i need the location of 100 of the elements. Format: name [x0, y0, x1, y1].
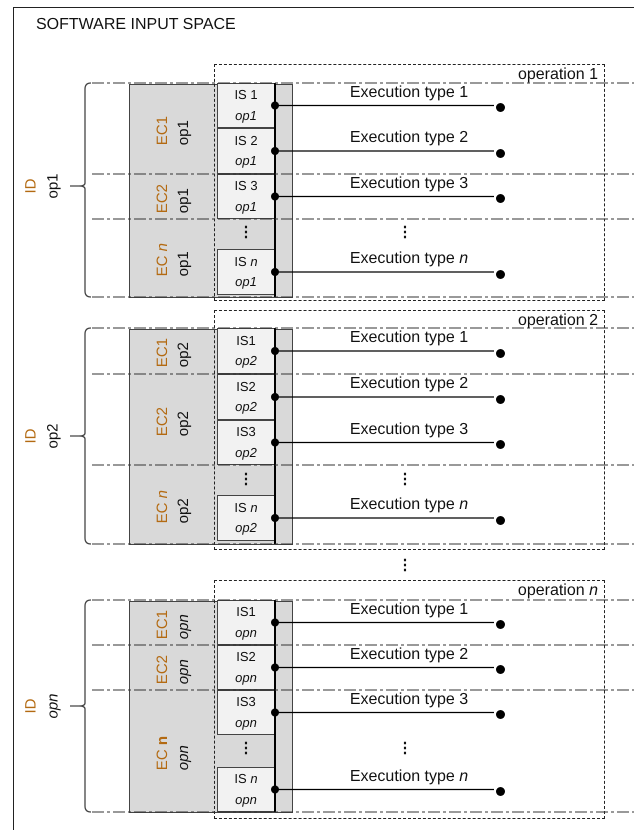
subset-label: IS n [234, 252, 258, 271]
subset-label: IS n [234, 770, 258, 788]
ellipsis: ⋮ [238, 224, 254, 240]
operation-tag: opn [46, 693, 60, 719]
edge-label: Execution type 2 [350, 375, 468, 393]
subset-label: IS 3 [234, 177, 258, 196]
connector-line [271, 708, 494, 716]
class-label: EC2 [154, 406, 170, 436]
dot [496, 348, 505, 358]
operation-tag: opn [176, 654, 192, 684]
connector-line [271, 514, 494, 522]
operation-tag: op2 [235, 397, 257, 418]
operation-tag: op2 [46, 423, 60, 449]
edge-label: Execution type n [350, 250, 468, 268]
input-subset-box [217, 420, 275, 465]
operation-label: operation 2 [516, 312, 600, 330]
edge-label: Execution type 3 [350, 420, 468, 438]
input-subset-box [217, 600, 275, 645]
operation-tag: op1 [235, 196, 257, 217]
edge-label: Execution type n [350, 768, 468, 786]
operation-label: operation n [516, 582, 600, 600]
connector-line [271, 147, 494, 155]
connector-line [271, 102, 494, 110]
operation-tag: opn [235, 622, 257, 643]
dot [496, 665, 505, 674]
operation-tag: op1 [235, 272, 257, 292]
connector-line [271, 393, 494, 401]
operation-tag: op1 [176, 243, 192, 277]
dot [496, 620, 505, 629]
connector-line [271, 786, 494, 794]
operation-tag: op1 [235, 151, 257, 172]
class-label: EC n [154, 736, 170, 770]
edge-label: Execution type 2 [350, 129, 468, 147]
ellipsis: ⋮ [398, 558, 412, 572]
edge-label: Execution type n [350, 496, 468, 514]
class-label: EC1 [154, 338, 170, 368]
subset-label: IS3 [236, 423, 256, 442]
connector-line [271, 268, 494, 276]
subset-label: IS1 [236, 603, 256, 622]
input-subset-box [217, 174, 275, 219]
operation-tag: op1 [176, 116, 192, 146]
class-label: EC n [154, 243, 170, 277]
dot [496, 394, 505, 404]
input-subset-box [217, 328, 275, 374]
subset-label: IS2 [236, 378, 256, 396]
edge-label: Execution type 3 [350, 690, 468, 708]
input-subset-box [217, 690, 275, 735]
connector-line [271, 664, 494, 672]
operation-tag: opn [176, 610, 192, 640]
subset-label: IS3 [236, 693, 256, 712]
connector-line [271, 347, 494, 355]
operation-tag: opn [235, 668, 257, 688]
operation-tag: op2 [176, 338, 192, 368]
operation-tag: op2 [235, 442, 257, 463]
frame [13, 7, 634, 830]
operation-tag: op1 [235, 106, 257, 126]
subset-label: IS n [234, 498, 258, 517]
connector-line [271, 192, 494, 200]
dot [496, 270, 505, 278]
dot [496, 516, 505, 524]
subset-label: IS 2 [234, 132, 258, 150]
edge-label: Execution type 3 [350, 174, 468, 192]
operation-tag: opn [235, 712, 257, 733]
connector-line [271, 438, 494, 446]
operation-tag: op2 [176, 406, 192, 436]
input-subset-box [217, 645, 275, 690]
class-label: EC n [154, 490, 170, 524]
input-subset-box [217, 249, 275, 295]
id-label: ID [24, 698, 38, 714]
operation-tag: op1 [46, 173, 60, 199]
dot [496, 103, 505, 112]
connector-line [271, 618, 494, 626]
edge-label: Execution type 1 [350, 84, 468, 102]
dot [496, 440, 505, 449]
edge-label: Execution type 2 [350, 646, 468, 664]
dot [496, 148, 505, 158]
class-label: EC1 [154, 116, 170, 146]
operation-tag: op2 [235, 518, 257, 538]
input-subset-box [217, 767, 275, 812]
edge-label: Execution type 1 [350, 329, 468, 347]
input-subset-box [217, 374, 275, 420]
edge-label: Execution type 1 [350, 600, 468, 618]
operation-label: operation 1 [516, 66, 600, 84]
class-label: EC2 [154, 184, 170, 214]
input-subset-box [217, 83, 275, 128]
dot [496, 787, 505, 796]
frame-title: SOFTWARE INPUT SPACE [36, 16, 236, 34]
dot [496, 194, 505, 203]
ellipsis: ⋮ [398, 472, 412, 486]
class-label: EC2 [154, 654, 170, 684]
operation-tag: opn [235, 790, 257, 810]
input-subset-box [217, 128, 275, 174]
class-label: EC1 [154, 610, 170, 640]
operation-tag: op2 [235, 351, 257, 372]
operation-tag: opn [176, 736, 192, 770]
id-label: ID [24, 178, 38, 194]
subset-label: IS1 [236, 332, 256, 350]
dot [496, 710, 505, 719]
operation-tag: op2 [176, 490, 192, 524]
subset-label: IS 1 [234, 86, 258, 104]
